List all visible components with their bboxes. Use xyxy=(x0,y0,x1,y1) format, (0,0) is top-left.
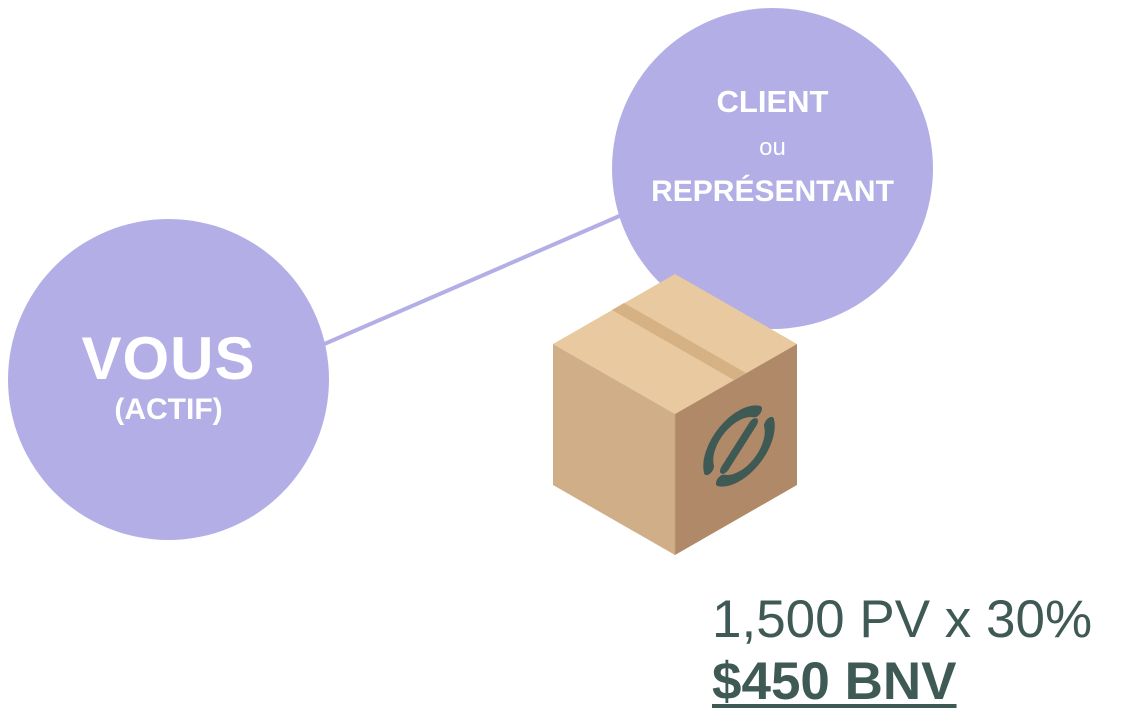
calculation-formula: 1,500 PV x 30% xyxy=(712,590,1093,649)
package-box-icon xyxy=(553,274,797,555)
circular-arrows-logo-icon xyxy=(703,405,775,487)
client-label: CLIENT xyxy=(716,83,829,119)
bonus-calculation: 1,500 PV x 30% $450 BNV xyxy=(712,590,1092,714)
client-node: CLIENT ou REPRÉSENTANT xyxy=(612,8,933,329)
client-or-label: ou xyxy=(759,133,786,161)
you-active-node: VOUS (ACTIF) xyxy=(8,219,329,540)
representative-label: REPRÉSENTANT xyxy=(651,174,894,208)
you-title: VOUS xyxy=(81,324,256,392)
you-subtitle: (ACTIF) xyxy=(114,392,223,426)
calculation-result: $450 BNV xyxy=(712,652,957,711)
